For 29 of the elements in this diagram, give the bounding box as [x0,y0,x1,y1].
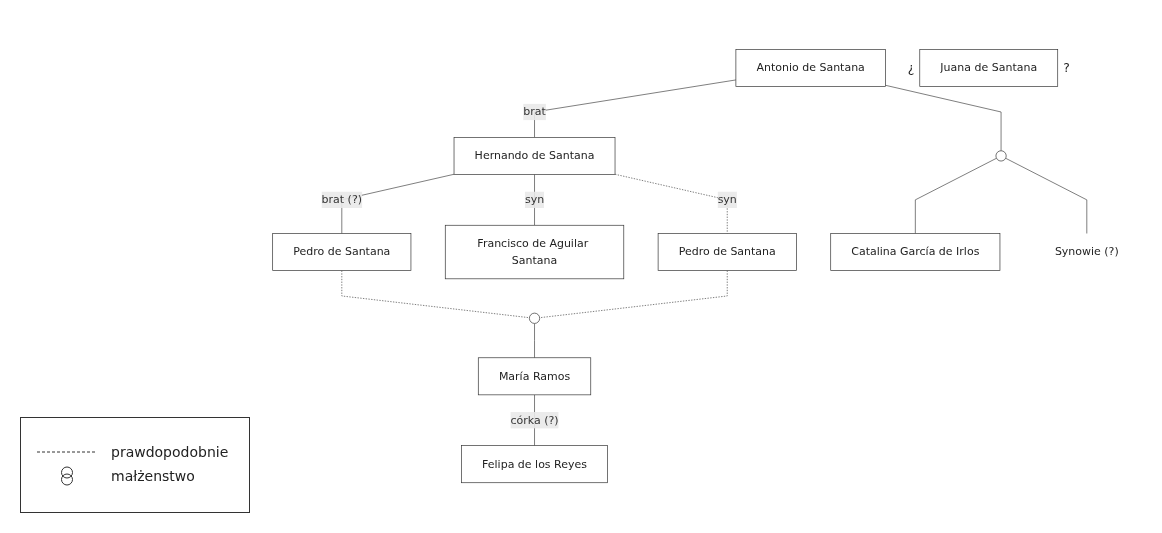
node-box: Hernando de Santana [453,137,616,176]
connector [534,323,535,359]
connector [534,79,737,139]
edge-label: syn [717,193,737,207]
edge-label: syn [524,193,545,207]
legend-label: małżenstwo [111,468,195,484]
node-box: Juana de Santana [919,49,1059,88]
connector [534,174,535,226]
node-box: María Ramos [477,357,592,396]
node-box: Francisco de Aguilar Santana [444,225,625,280]
edge-label: córka (?) [510,413,559,427]
node-box: Catalina García de Irlos [830,233,1001,272]
node-box: Antonio de Santana [735,49,886,88]
legend-label: prawdopodobnie [111,444,229,460]
question-mark: ? [1063,61,1070,76]
node-box: Pedro de Santana [657,233,797,272]
question-mark: ¿ [907,61,915,76]
edge-label: brat [523,105,546,119]
node-circle [995,150,1007,162]
node-text: Synowie (?) [1054,245,1119,259]
node-box: Felipa de los Reyes [461,445,608,484]
connector [539,270,728,319]
connector [341,270,530,319]
connector [915,158,997,235]
node-box: Pedro de Santana [272,233,412,272]
node-circle [529,313,541,325]
connector [885,85,1002,152]
connector [1005,158,1088,235]
edge-label: brat (?) [321,193,363,207]
